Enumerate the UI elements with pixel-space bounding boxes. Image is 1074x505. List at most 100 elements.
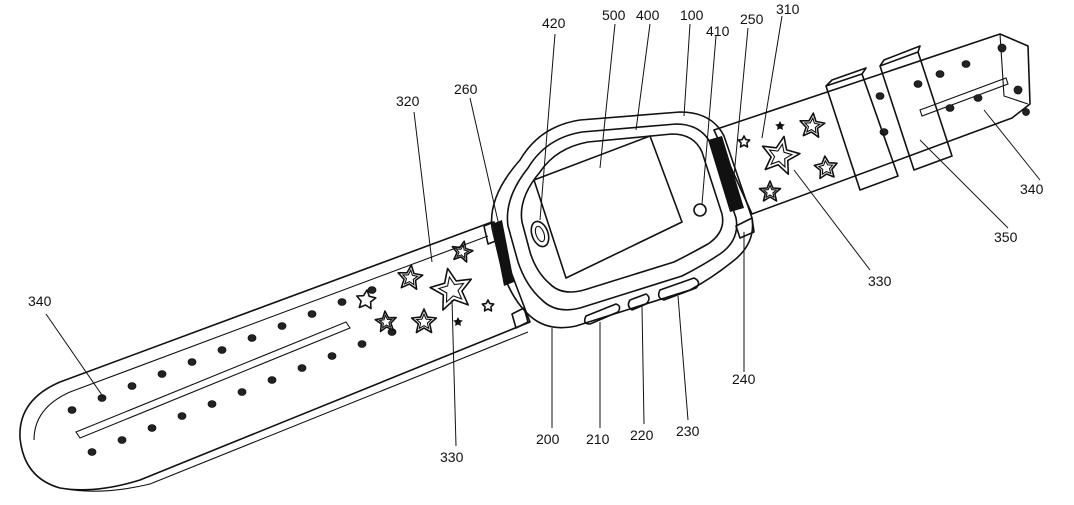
strap-hole [187,358,197,366]
right-strap [713,33,1031,215]
lug-right [735,217,755,239]
lug-left [483,221,499,245]
label-410: 410 [706,23,730,39]
right-strap-outline [713,33,1031,215]
star-outline-icon-inner [768,142,794,169]
leader-350 [919,139,1009,229]
star-outline-icon [374,310,397,333]
star-outline-icon-inner [803,116,821,134]
label-310: 310 [776,1,800,17]
leader-320 [413,111,433,263]
strap-hole [247,334,257,342]
leader-330-left [451,299,457,447]
strap-hole [961,60,971,68]
buckle-pin-bottom [1013,85,1023,95]
keeper-loop-1 [825,67,899,191]
star-outline-icon-inner [401,268,419,286]
buckle-pin-end [1022,108,1030,116]
star-outline-icon [799,112,826,138]
label-330-left: 330 [440,449,464,465]
keeper-loop-2 [879,45,953,171]
label-240: 240 [732,371,756,387]
strap-hole [87,448,97,456]
label-210: 210 [586,431,610,447]
star-outline-icon [451,240,474,263]
strap-hole [117,436,127,444]
left-strap-holes [67,286,397,456]
left-strap-outline [19,221,531,491]
label-320: 320 [396,93,420,109]
leader-220 [641,305,645,425]
label-420: 420 [542,15,566,31]
star-small-solid-icon [775,121,785,130]
strap-stars [355,112,838,334]
label-200: 200 [536,431,560,447]
star-outline-icon-inner [378,313,394,329]
strap-hole [277,322,287,330]
label-230: 230 [676,423,700,439]
strap-hole [267,376,277,384]
label-340-left: 340 [28,293,52,309]
leader-260 [469,97,501,231]
strap-hole [327,352,337,360]
leader-340-left [45,313,105,399]
star-outline-icon-inner [817,159,834,176]
star-outline-icon [737,135,751,148]
strap-hole [935,70,945,78]
star-small-solid-icon [453,317,463,326]
strap-hole [157,370,167,378]
strap-hole [307,310,317,318]
reference-numerals: 420 500 400 100 410 250 310 320 260 340 … [28,1,1044,465]
star-outline-icon-inner [437,275,465,304]
home-button-outer [530,220,550,248]
watch-display [533,135,683,279]
strap-hole [127,382,137,390]
right-strap-holes [875,60,983,136]
strap-hole [207,400,217,408]
right-strap-slot [919,77,1009,117]
speaker-grille [708,136,744,212]
side-button-right [657,277,700,301]
strap-hole [875,92,885,100]
strap-hole [177,412,187,420]
strap-hole [357,340,367,348]
strap-hole [297,364,307,372]
leader-400 [635,23,651,131]
label-250: 250 [740,11,764,27]
label-330-right: 330 [868,273,892,289]
strap-hole [973,94,983,102]
label-400: 400 [636,7,660,23]
label-350: 350 [994,229,1018,245]
watch-body [483,111,755,329]
strap-hole [945,104,955,112]
leader-100 [683,23,691,117]
left-strap-edge [33,235,489,441]
leader-420 [539,33,556,221]
label-260: 260 [454,81,478,97]
star-outline-icon [761,135,801,175]
star-outline-icon [481,299,495,312]
strap-hole [337,298,347,306]
left-strap-slot [75,321,351,439]
label-340-right: 340 [1020,181,1044,197]
star-outline-icon [429,267,473,311]
watch-case-ring [506,123,738,311]
strap-hole [237,388,247,396]
label-220: 220 [630,427,654,443]
camera-lens [693,203,707,217]
leader-250 [733,27,749,177]
star-outline-icon [410,308,438,334]
leader-330-right [793,169,871,271]
leader-340-right [983,109,1041,181]
left-strap-bottom-edge [59,331,529,492]
leader-lines [45,15,1041,447]
star-outline-icon [758,180,782,202]
side-button-middle [627,293,650,311]
lug-bottom [511,307,529,329]
strap-hole [913,80,923,88]
star-outline-icon [355,289,377,310]
strap-hole [147,424,157,432]
side-button-left [583,303,621,325]
home-button-inner [534,225,546,243]
